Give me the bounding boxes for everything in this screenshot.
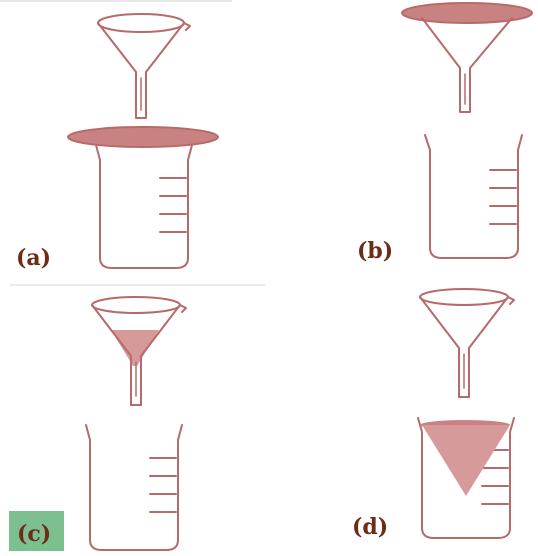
panel-d: (d) (352, 288, 515, 540)
beaker-d (417, 417, 515, 539)
beaker-c (85, 424, 183, 551)
filter-paper-b (401, 2, 533, 24)
panel-label-d: (d) (352, 514, 388, 540)
panel-c: (c) (9, 296, 187, 551)
filter-paper-cone-d (422, 425, 510, 496)
filter-paper-a (67, 126, 219, 148)
beaker-a (95, 144, 193, 269)
beaker-b (424, 134, 523, 259)
panel-label-b: (b) (357, 238, 393, 264)
panel-label-c: (c) (17, 521, 51, 547)
funnel-a (97, 13, 191, 119)
funnel-d (419, 288, 515, 398)
liquid-c (111, 330, 159, 366)
panel-label-a: (a) (16, 245, 51, 271)
funnel-b (421, 17, 513, 113)
panel-b: (b) (357, 2, 533, 264)
funnel-c (91, 296, 187, 406)
panel-label-badge-c (9, 511, 64, 551)
panel-a: (a) (16, 13, 219, 271)
